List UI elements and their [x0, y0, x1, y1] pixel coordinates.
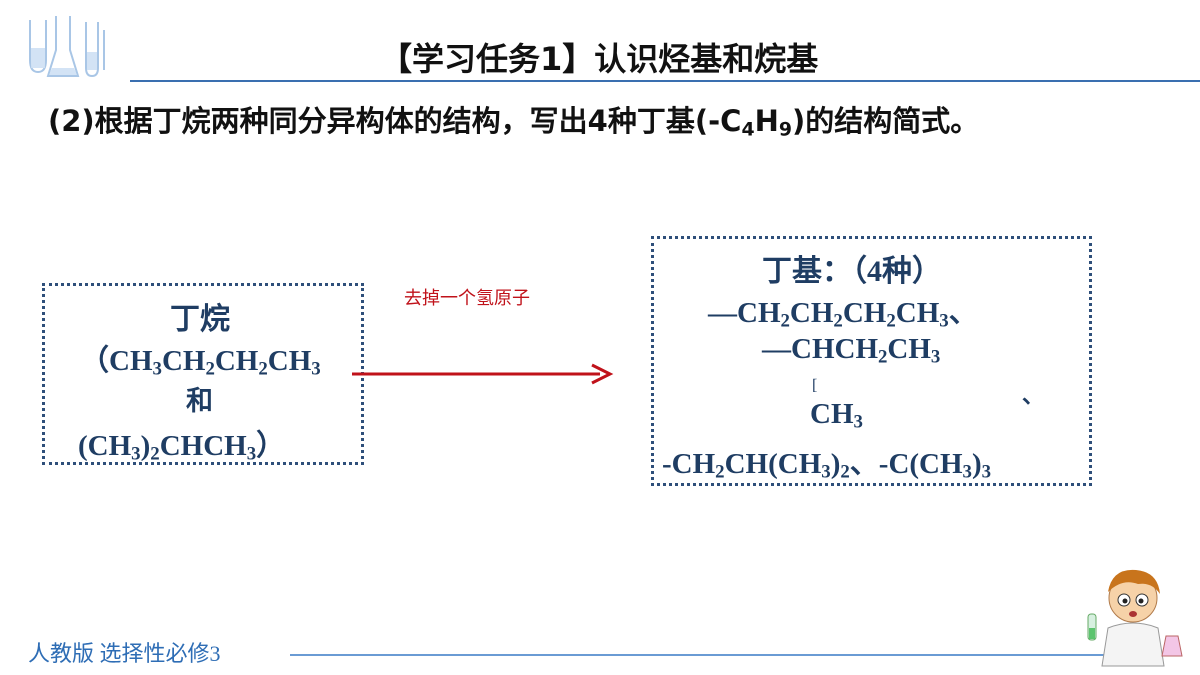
- branch-ch3: CH3: [810, 398, 863, 433]
- page-title: 【学习任务1】认识烃基和烷基: [380, 40, 819, 78]
- branch-bracket: [: [812, 377, 818, 394]
- task-instruction: (2)根据丁烷两种同分异构体的结构，写出4种丁基(-C4H9)的结构简式。: [48, 98, 979, 140]
- butyl-formula-2: —CHCH2CH3: [762, 333, 941, 368]
- task-sub-9: 9: [778, 119, 792, 141]
- task-suffix: )的结构简式。: [791, 104, 980, 138]
- title-divider: [130, 80, 1200, 82]
- arrow-label: 去掉一个氢原子: [404, 288, 530, 308]
- task-prefix: (2)根据丁烷两种同分异构体的结构，写出4种丁基(-C: [48, 104, 742, 138]
- separator-comma: 、: [1022, 383, 1045, 408]
- footer-divider: [290, 654, 1110, 656]
- task-mid: H: [754, 104, 779, 138]
- butyl-box: [651, 236, 1092, 486]
- scientist-mascot-icon: [1078, 558, 1188, 668]
- butane-formula-1: （CH3CH2CH2CH3: [80, 345, 321, 380]
- lab-glassware-icon: [12, 10, 122, 90]
- task-sub-4: 4: [741, 119, 755, 141]
- butyl-formula-4: -CH2CH(CH3)2、-C(CH3)3: [662, 448, 992, 483]
- right-arrow-icon: [352, 362, 614, 390]
- butane-formula-2: (CH3)2CHCH3）: [78, 430, 286, 465]
- butane-and: 和: [186, 386, 213, 417]
- butane-title: 丁烷: [170, 302, 230, 337]
- footer-textbook: 人教版 选择性必修3: [28, 641, 221, 666]
- butyl-title: 丁基：（4种）: [762, 255, 942, 288]
- butyl-formula-1: —CH2CH2CH2CH3、: [708, 297, 978, 332]
